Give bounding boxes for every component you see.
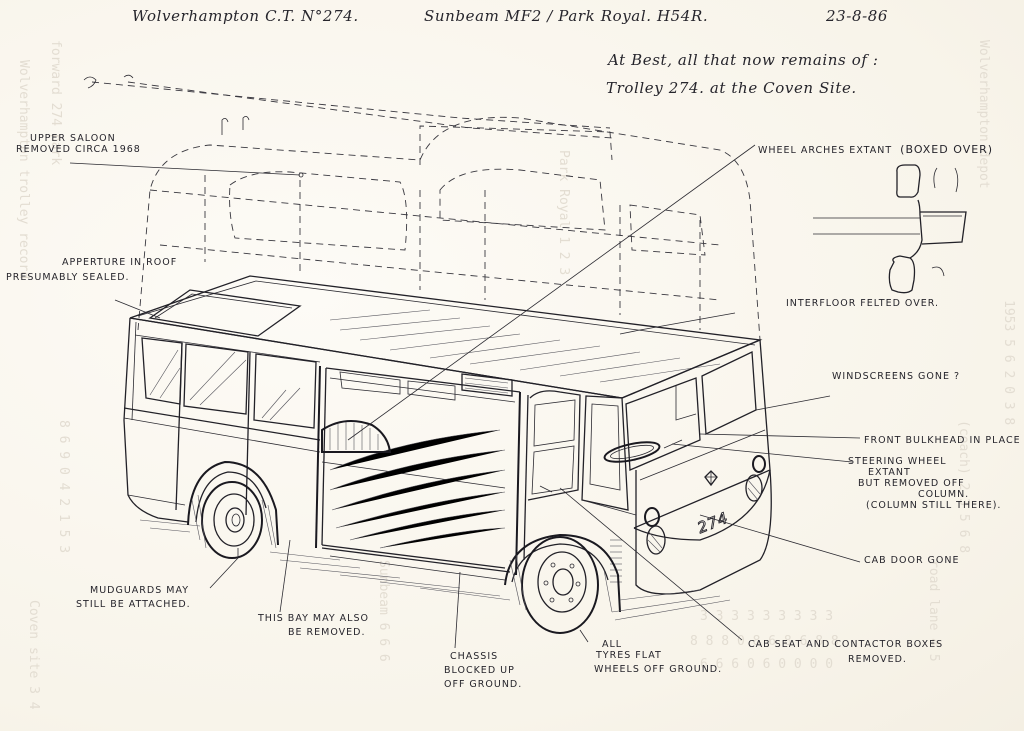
annotation-steering-wheel: Steering wheel extant but removed off co… [848, 456, 1002, 511]
vehicle-model: Sunbeam MF2 / Park Royal. H54R. [424, 7, 709, 25]
sketch-subtitle-2: Trolley 274. at the Coven Site. [606, 79, 857, 97]
rear-wheel [187, 460, 279, 559]
annotation-interfloor: Interfloor felted over. [786, 298, 939, 309]
open-bay-interior [139, 367, 521, 601]
annotation-wheel-arches: Wheel arches extant (Boxed over) [758, 143, 994, 156]
annotation-cab-door: Cab door gone [864, 555, 960, 566]
annotation-front-bulkhead: Front bulkhead in place [864, 435, 1021, 446]
front-cab: 274 [515, 339, 772, 595]
annotation-this-bay: This bay may also be removed. [258, 613, 369, 638]
sketch-title: Wolverhampton C.T. N°274. [132, 7, 359, 25]
annotation-mudguards: Mudguards may still be attached. [76, 585, 191, 610]
annotation-upper-saloon: Upper saloon removed circa 1968 [16, 133, 141, 155]
sketch-date: 23-8-86 [826, 7, 889, 25]
annotation-cab-seat: Cab seat and contactor boxes removed. [748, 639, 944, 665]
wheel-arch-detail-sketch [813, 164, 967, 294]
annotation-aperture-roof: Apperture in roof presumably sealed. [6, 257, 178, 283]
town-crest-icon [704, 470, 718, 487]
leader-lines [114, 144, 861, 649]
front-wheel [504, 533, 731, 634]
annotation-tyres: All tyres flat wheels off ground. [594, 639, 723, 675]
lower-deck-body [123, 275, 763, 549]
upper-saloon-outline [69, 74, 761, 341]
sketch-subtitle-1: At Best, all that now remains of : [608, 51, 879, 69]
annotation-windscreens: Windscreens gone ? [832, 371, 961, 382]
annotation-chassis: Chassis blocked up off ground. [444, 651, 523, 690]
